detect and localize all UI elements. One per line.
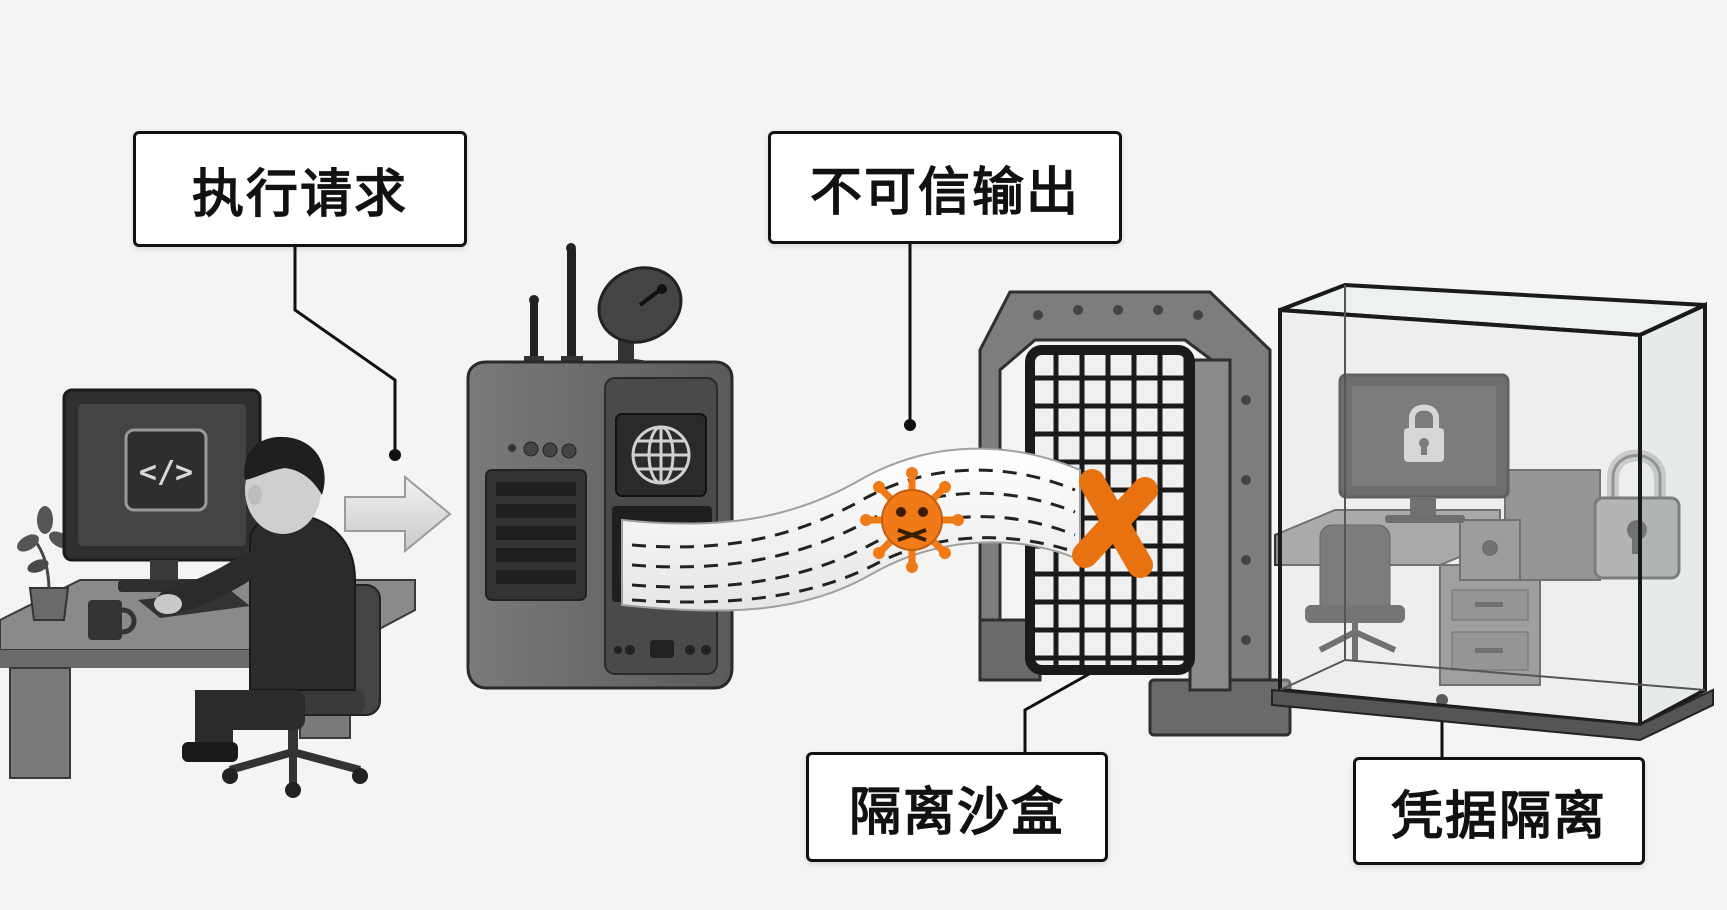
server-tower xyxy=(466,243,734,690)
label-untrusted-output: 不可信输出 xyxy=(768,131,1122,244)
connector-sandbox xyxy=(1023,663,1106,752)
label-execution-request: 执行请求 xyxy=(133,131,467,247)
label-isolation-sandbox: 隔离沙盒 xyxy=(806,752,1108,862)
user-workstation: </> xyxy=(0,388,416,798)
code-glyph: </> xyxy=(139,455,193,490)
globe-icon xyxy=(631,425,691,485)
connector-exec-dot xyxy=(389,449,401,461)
sandbox-gate xyxy=(978,290,1292,737)
padlock-icon xyxy=(1404,404,1444,462)
connector-untrusted-dot xyxy=(904,419,916,431)
satellite-dish-icon xyxy=(597,266,683,371)
arrow-right-icon xyxy=(344,474,452,554)
block-x-icon xyxy=(1072,469,1158,578)
connector-exec xyxy=(293,247,397,450)
credential-vault xyxy=(1271,282,1714,742)
mug-icon xyxy=(88,600,137,640)
code-icon xyxy=(124,428,208,512)
virus-icon xyxy=(860,467,964,573)
label-credential-isolation: 凭据隔离 xyxy=(1353,757,1645,865)
connector-cred-dot xyxy=(1436,694,1448,706)
